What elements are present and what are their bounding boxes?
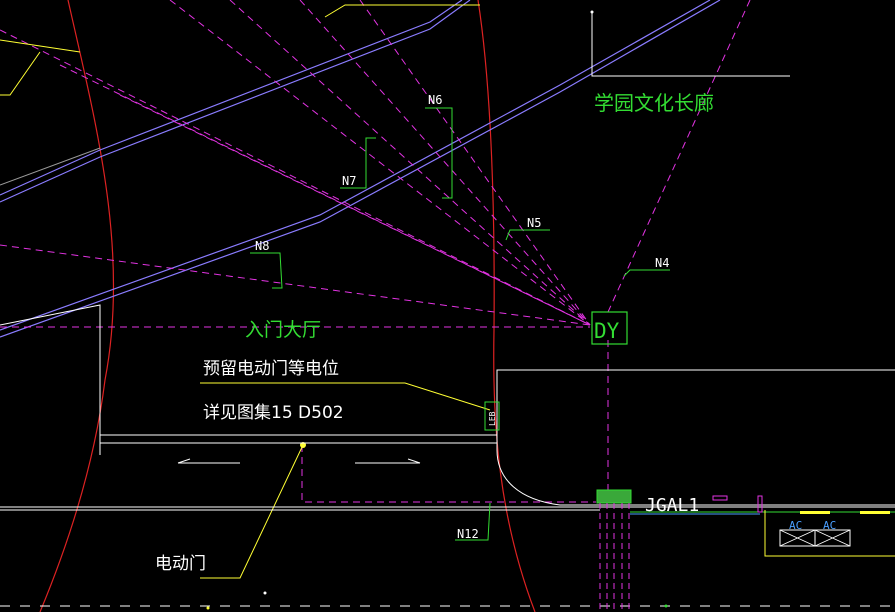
ac-strip-2 xyxy=(860,511,890,514)
beam-marker xyxy=(712,495,728,501)
cable-run-n7-a xyxy=(0,29,591,326)
cable-tag-n12: N12 xyxy=(457,527,479,541)
marker-dot-2 xyxy=(263,591,267,595)
label-reserved-power: 预留电动门等电位 xyxy=(203,359,339,379)
duct-line-lower xyxy=(0,0,711,331)
cable-run-n5-a xyxy=(299,0,591,326)
ac-unit-1-x2 xyxy=(779,529,816,547)
dy-box[interactable] xyxy=(591,311,628,345)
marker-dot-1 xyxy=(206,606,210,610)
cable-tag-n5: N5 xyxy=(527,216,541,230)
label-detail-ref: 详见图集15 D502 xyxy=(203,403,344,423)
cable-tag-n8: N8 xyxy=(255,239,269,253)
grey-line-left xyxy=(0,147,101,186)
ac-units: AC AC xyxy=(764,510,895,557)
cable-run-n6-b xyxy=(229,0,591,326)
wall-left-upper xyxy=(0,304,101,455)
tag-mark-n8 xyxy=(250,252,283,289)
leader-reserved-power xyxy=(200,382,491,411)
ac-unit-2-x2 xyxy=(814,529,851,547)
leader-power-door xyxy=(200,444,304,579)
hatched-block[interactable] xyxy=(596,489,632,504)
dy-box-label: DY xyxy=(594,319,620,343)
yellow-lines xyxy=(0,4,491,579)
label-entrance-hall: 入门大厅 xyxy=(245,319,321,341)
leb-box-label: LEB xyxy=(488,411,497,426)
duct-line-lower-2 xyxy=(0,0,721,338)
corridor-axis xyxy=(591,12,790,77)
cable-tag-n7: N7 xyxy=(342,174,356,188)
tag-mark-n4 xyxy=(623,269,670,277)
cable-run-bottom xyxy=(301,445,596,503)
red-curves xyxy=(39,0,536,612)
duct-lines xyxy=(0,0,721,338)
cable-runs xyxy=(0,0,751,503)
beam-label: JGAL1 xyxy=(645,495,699,516)
cable-run-n5-b xyxy=(359,0,591,326)
cable-run-n5-c xyxy=(119,94,591,326)
marker-dot-3 xyxy=(664,604,668,608)
red-curve-left xyxy=(39,0,115,612)
tag-mark-n12 xyxy=(455,502,491,541)
ac-enclosure xyxy=(764,510,895,557)
ac-unit-2[interactable] xyxy=(814,529,851,547)
duct-line-upper-2 xyxy=(0,0,471,203)
leb-box[interactable] xyxy=(484,401,500,431)
red-curve-middle xyxy=(477,0,536,612)
yellow-line-left-diag xyxy=(0,51,41,96)
axis-origin-dot xyxy=(590,10,594,14)
label-corridor: 学园文化长廊 xyxy=(594,91,714,115)
ac-unit-2-label: AC xyxy=(823,519,836,532)
cable-tag-n4: N4 xyxy=(655,256,669,270)
arrow-left-head xyxy=(177,458,191,464)
walls xyxy=(0,12,895,511)
vertical-cables-bottom xyxy=(599,503,630,612)
tag-mark-n6 xyxy=(425,107,453,199)
duct-line-upper xyxy=(0,0,463,196)
label-power-door: 电动门 xyxy=(155,554,206,574)
cable-tags: N6 N7 N5 N4 N8 N12 xyxy=(255,93,669,541)
wall-right-block xyxy=(496,369,895,506)
ac-strip-1 xyxy=(800,511,830,514)
cable-run-n4 xyxy=(607,0,751,313)
cable-tag-n6: N6 xyxy=(428,93,442,107)
cable-run-n7-b xyxy=(59,64,591,326)
ac-unit-1-label: AC xyxy=(789,519,802,532)
yellow-line-top-left xyxy=(0,39,81,53)
cable-run-n8 xyxy=(0,244,591,326)
tag-mark-n7 xyxy=(340,137,376,189)
beam-marker-2 xyxy=(757,495,763,513)
cable-tag-marks xyxy=(250,107,670,541)
tag-mark-n5 xyxy=(505,229,550,241)
cable-run-n6-a xyxy=(169,0,591,326)
arrow-right-head xyxy=(407,458,421,464)
yellow-line-top xyxy=(324,4,480,18)
